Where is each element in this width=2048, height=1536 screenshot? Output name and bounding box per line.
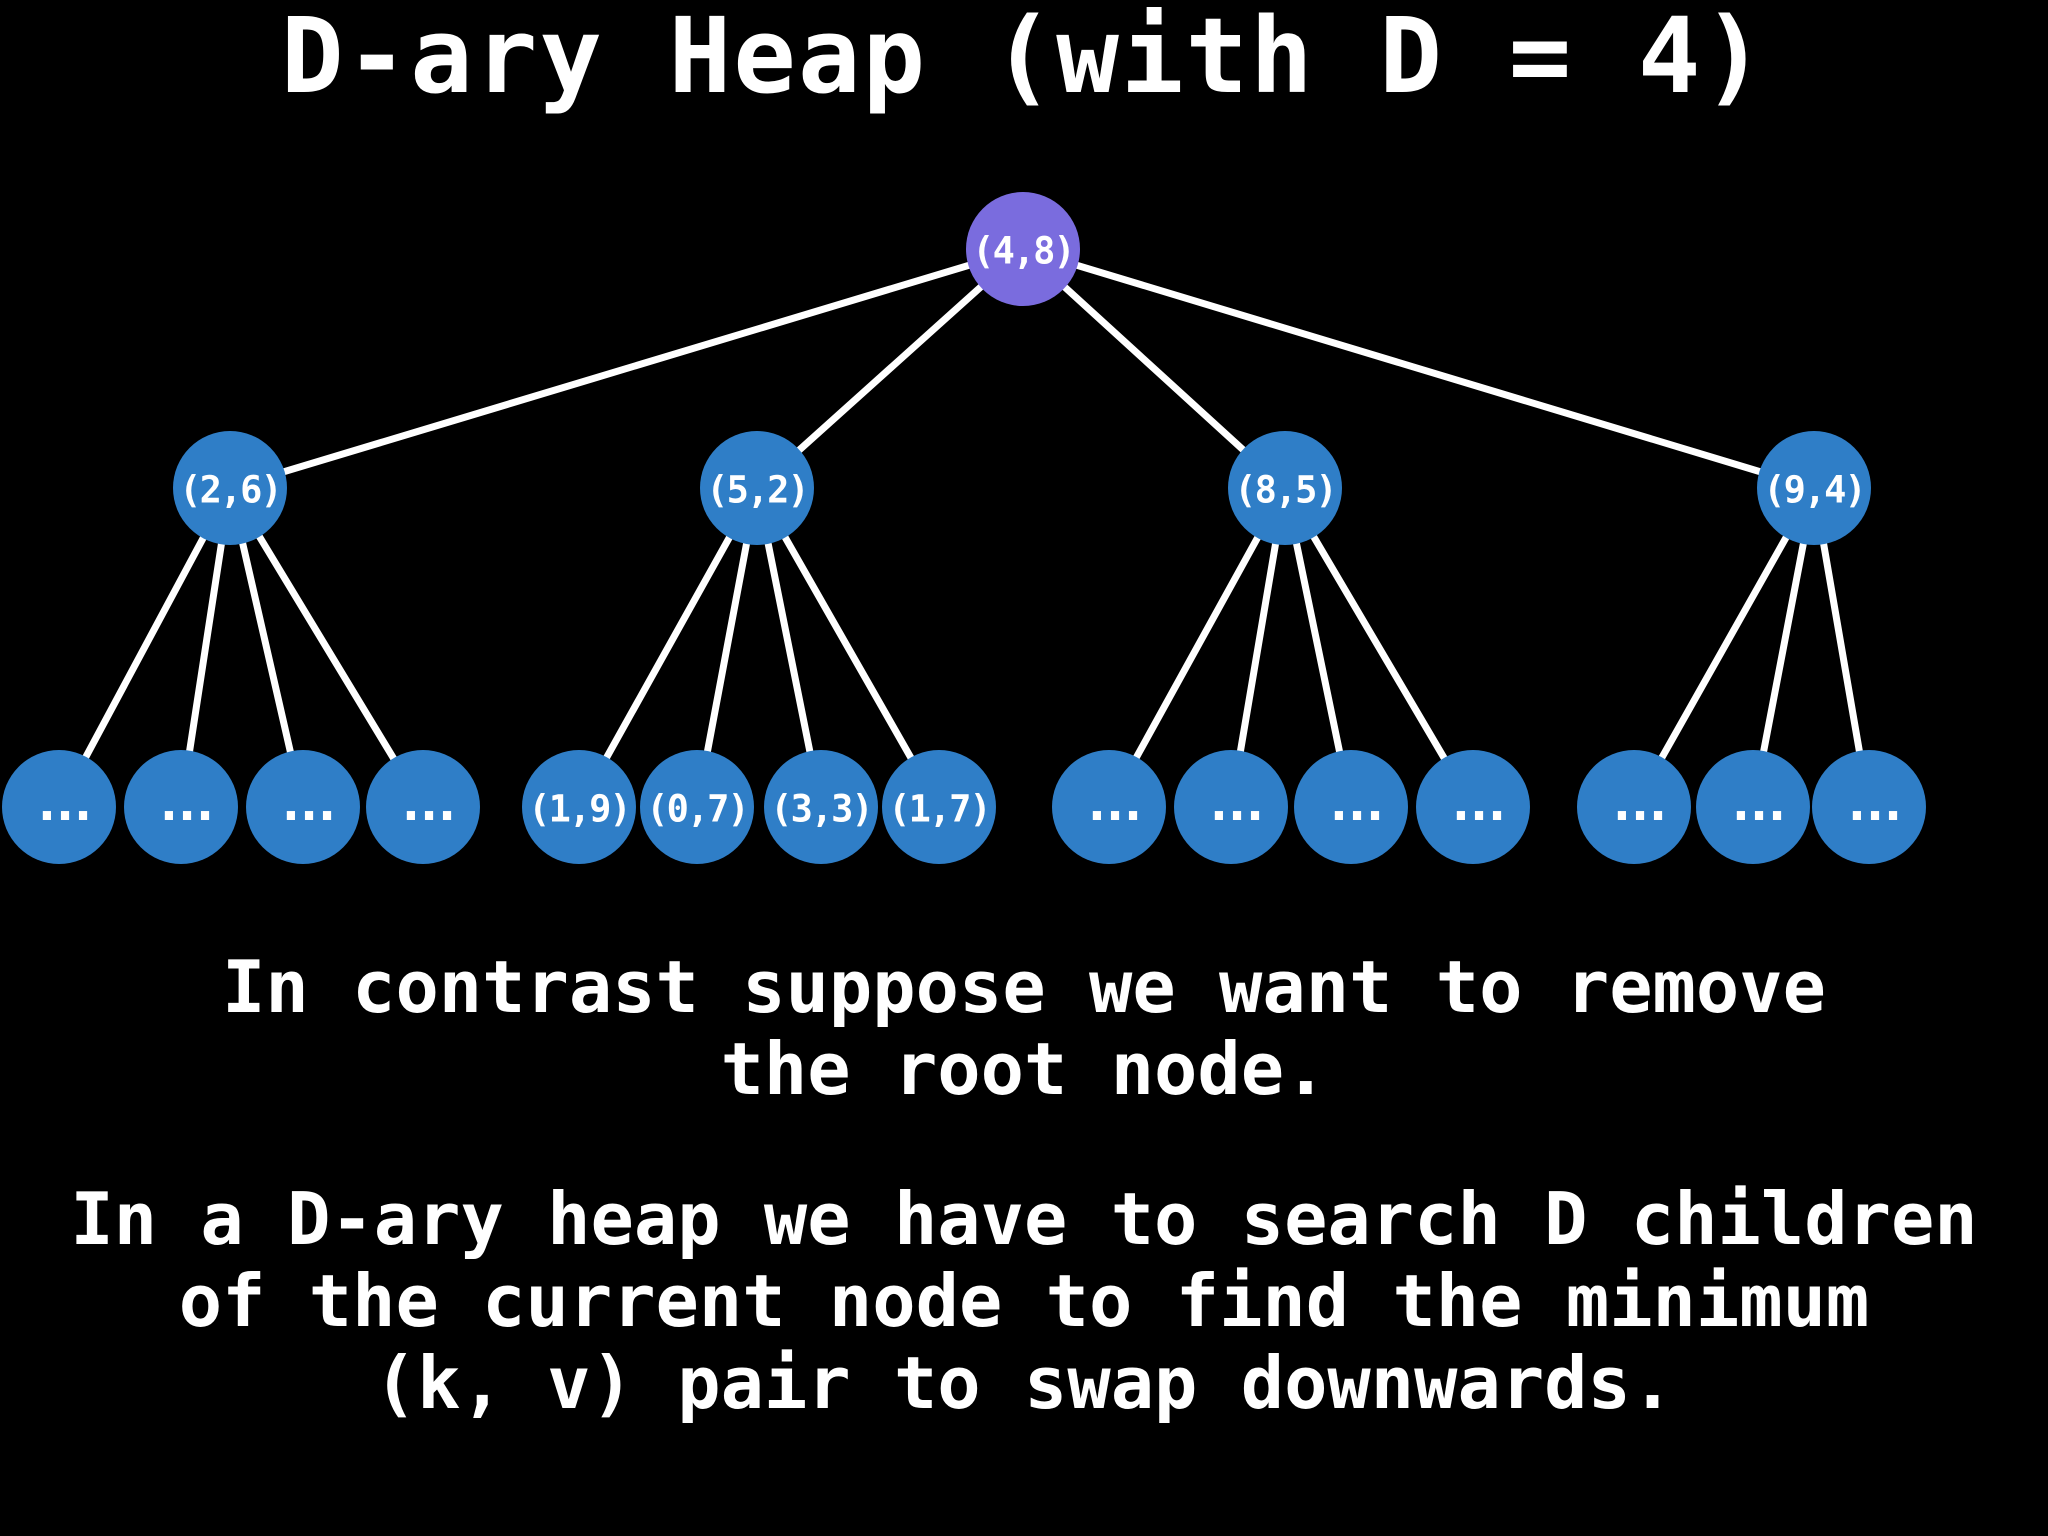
tree-edge-root-c2 [753,245,1027,492]
node-circle [1416,750,1530,864]
heap-node-c3-2: ... [1174,750,1288,864]
node-label: (8,5) [1234,469,1335,512]
node-label: ... [1446,774,1502,832]
node-circle [764,750,878,864]
node-circle [522,750,636,864]
node-label: (3,3) [770,788,871,831]
node-label: (4,8) [972,230,1073,273]
node-label: ... [396,774,452,832]
node-label: ... [1607,774,1663,832]
heap-node-c4-1: ... [1577,750,1691,864]
node-label: ... [276,774,332,832]
heap-node-c1: (2,6) [173,431,287,545]
tree-edge-c2-c2-1 [575,484,761,811]
node-label: (2,6) [179,469,280,512]
node-label: ... [1842,774,1898,832]
node-circle [246,750,360,864]
node-label: (1,7) [888,788,989,831]
node-circle [1052,750,1166,864]
node-circle [1228,431,1342,545]
tree-edge-c2-c2-4 [753,484,943,811]
node-label: (1,9) [528,788,629,831]
root-node-circle [966,192,1080,306]
heap-node-c4: (9,4) [1757,431,1871,545]
node-circle [1294,750,1408,864]
heap-node-c1-3: ... [246,750,360,864]
node-label: ... [1324,774,1380,832]
heap-node-c1-4: ... [366,750,480,864]
node-circle [124,750,238,864]
tree-edge-root-c4 [1019,245,1818,492]
heap-node-c3-1: ... [1052,750,1166,864]
heap-node-c1-2: ... [124,750,238,864]
tree-edge-c3-c3-4 [1281,484,1477,811]
node-circle [882,750,996,864]
node-circle [640,750,754,864]
heap-node-c2-3: (3,3) [764,750,878,864]
node-label: ... [1204,774,1260,832]
heap-node-c2-1: (1,9) [522,750,636,864]
node-circle [1696,750,1810,864]
tree-edge-c3-c3-1 [1105,484,1289,811]
tree-edge-c4-c4-1 [1630,484,1818,811]
node-label: (5,2) [706,469,807,512]
heap-node-c2-2: (0,7) [640,750,754,864]
node-circle [2,750,116,864]
heap-node-c4-2: ... [1696,750,1810,864]
node-label: (9,4) [1763,469,1864,512]
caption-dary-search: In a D-ary heap we have to search D chil… [70,1177,1978,1425]
heap-node-root: (4,8) [966,192,1080,306]
node-circle [1174,750,1288,864]
tree-edge-c1-c1-1 [55,484,234,811]
node-circle [1577,750,1691,864]
node-circle [700,431,814,545]
tree-edge-root-c1 [226,245,1027,492]
dary-heap-tree-diagram: (4,8) (2,6) (5,2) (8,5) (9,4)............ (1,… [2,192,1926,864]
page-title: D-ary Heap (with D = 4) [280,0,1768,117]
tree-edge-root-c3 [1019,245,1289,492]
heap-node-c2-4: (1,7) [882,750,996,864]
tree-edge-c1-c1-4 [226,484,427,811]
heap-node-c3-3: ... [1294,750,1408,864]
node-circle [1757,431,1871,545]
node-circle [366,750,480,864]
heap-node-c3: (8,5) [1228,431,1342,545]
node-label: ... [154,774,210,832]
node-label: (0,7) [646,788,747,831]
heap-node-c1-1: ... [2,750,116,864]
heap-node-c4-3: ... [1812,750,1926,864]
heap-node-c2: (5,2) [700,431,814,545]
node-label: ... [32,774,88,832]
node-circle [1812,750,1926,864]
caption-remove-root: In contrast suppose we want to remove th… [222,945,1826,1111]
node-circle [173,431,287,545]
node-label: ... [1726,774,1782,832]
heap-node-c3-4: ... [1416,750,1530,864]
node-label: ... [1082,774,1138,832]
